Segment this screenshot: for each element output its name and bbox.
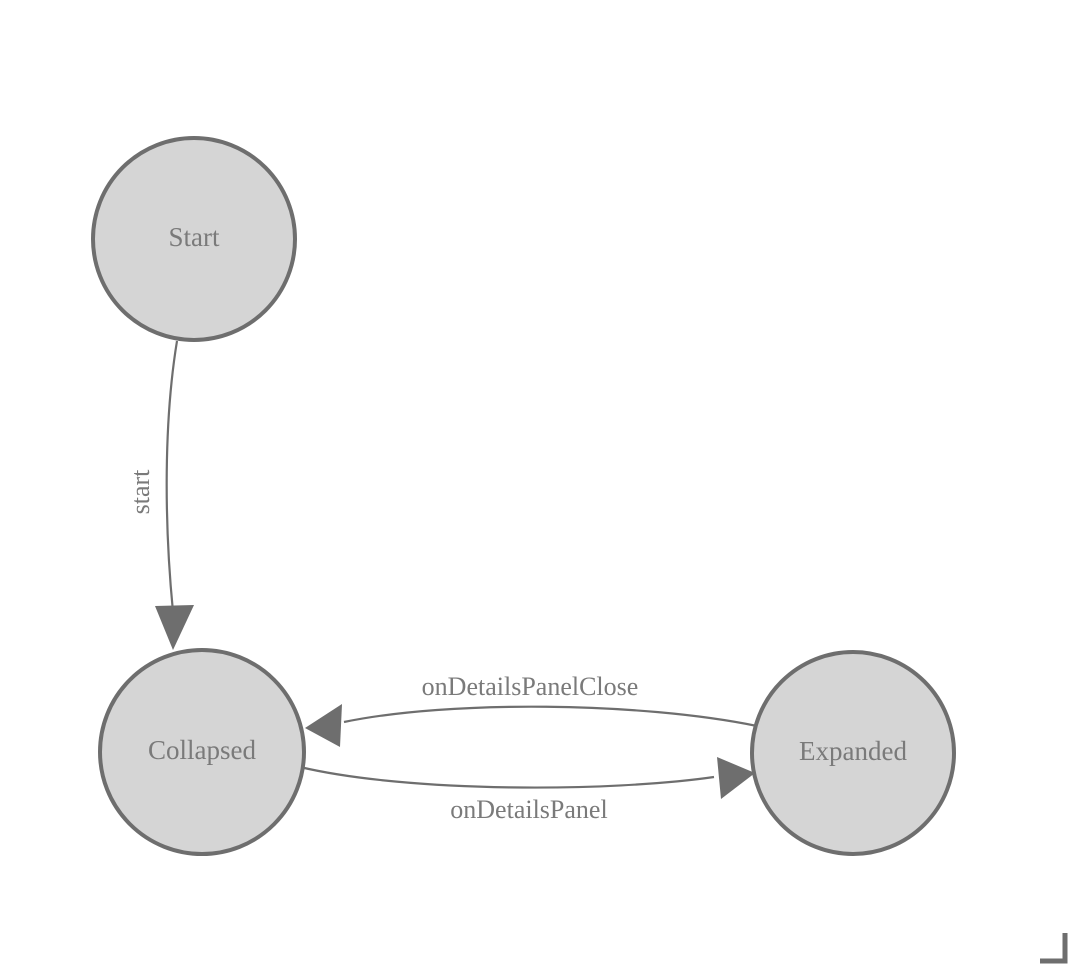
edge-path — [299, 765, 715, 789]
edge-label-on-details-panel: onDetailsPanel — [450, 795, 607, 824]
node-shape — [98, 648, 306, 856]
edge-start-to-collapsed[interactable]: start — [126, 340, 194, 650]
node-shape — [91, 136, 297, 342]
node-collapsed[interactable]: Collapsed — [98, 648, 306, 856]
edge-label-on-details-panel-close: onDetailsPanelClose — [422, 672, 639, 701]
node-label: Collapsed — [148, 735, 256, 765]
node-expanded[interactable]: Expanded — [750, 650, 956, 856]
edge-expanded-to-collapsed[interactable]: onDetailsPanelClose — [305, 672, 758, 747]
node-shape — [750, 650, 956, 856]
edge-path — [165, 340, 179, 613]
edge-collapsed-to-expanded[interactable]: onDetailsPanel — [299, 757, 755, 824]
arrowhead-icon — [717, 757, 755, 799]
node-label: Start — [169, 222, 220, 252]
node-start[interactable]: Start — [91, 136, 297, 342]
arrowhead-icon — [305, 704, 342, 747]
edge-label-start: start — [126, 469, 155, 515]
viewport-corner-mark — [1040, 933, 1068, 964]
node-label: Expanded — [799, 736, 907, 766]
arrowhead-icon — [155, 605, 194, 650]
edge-path — [343, 705, 758, 728]
